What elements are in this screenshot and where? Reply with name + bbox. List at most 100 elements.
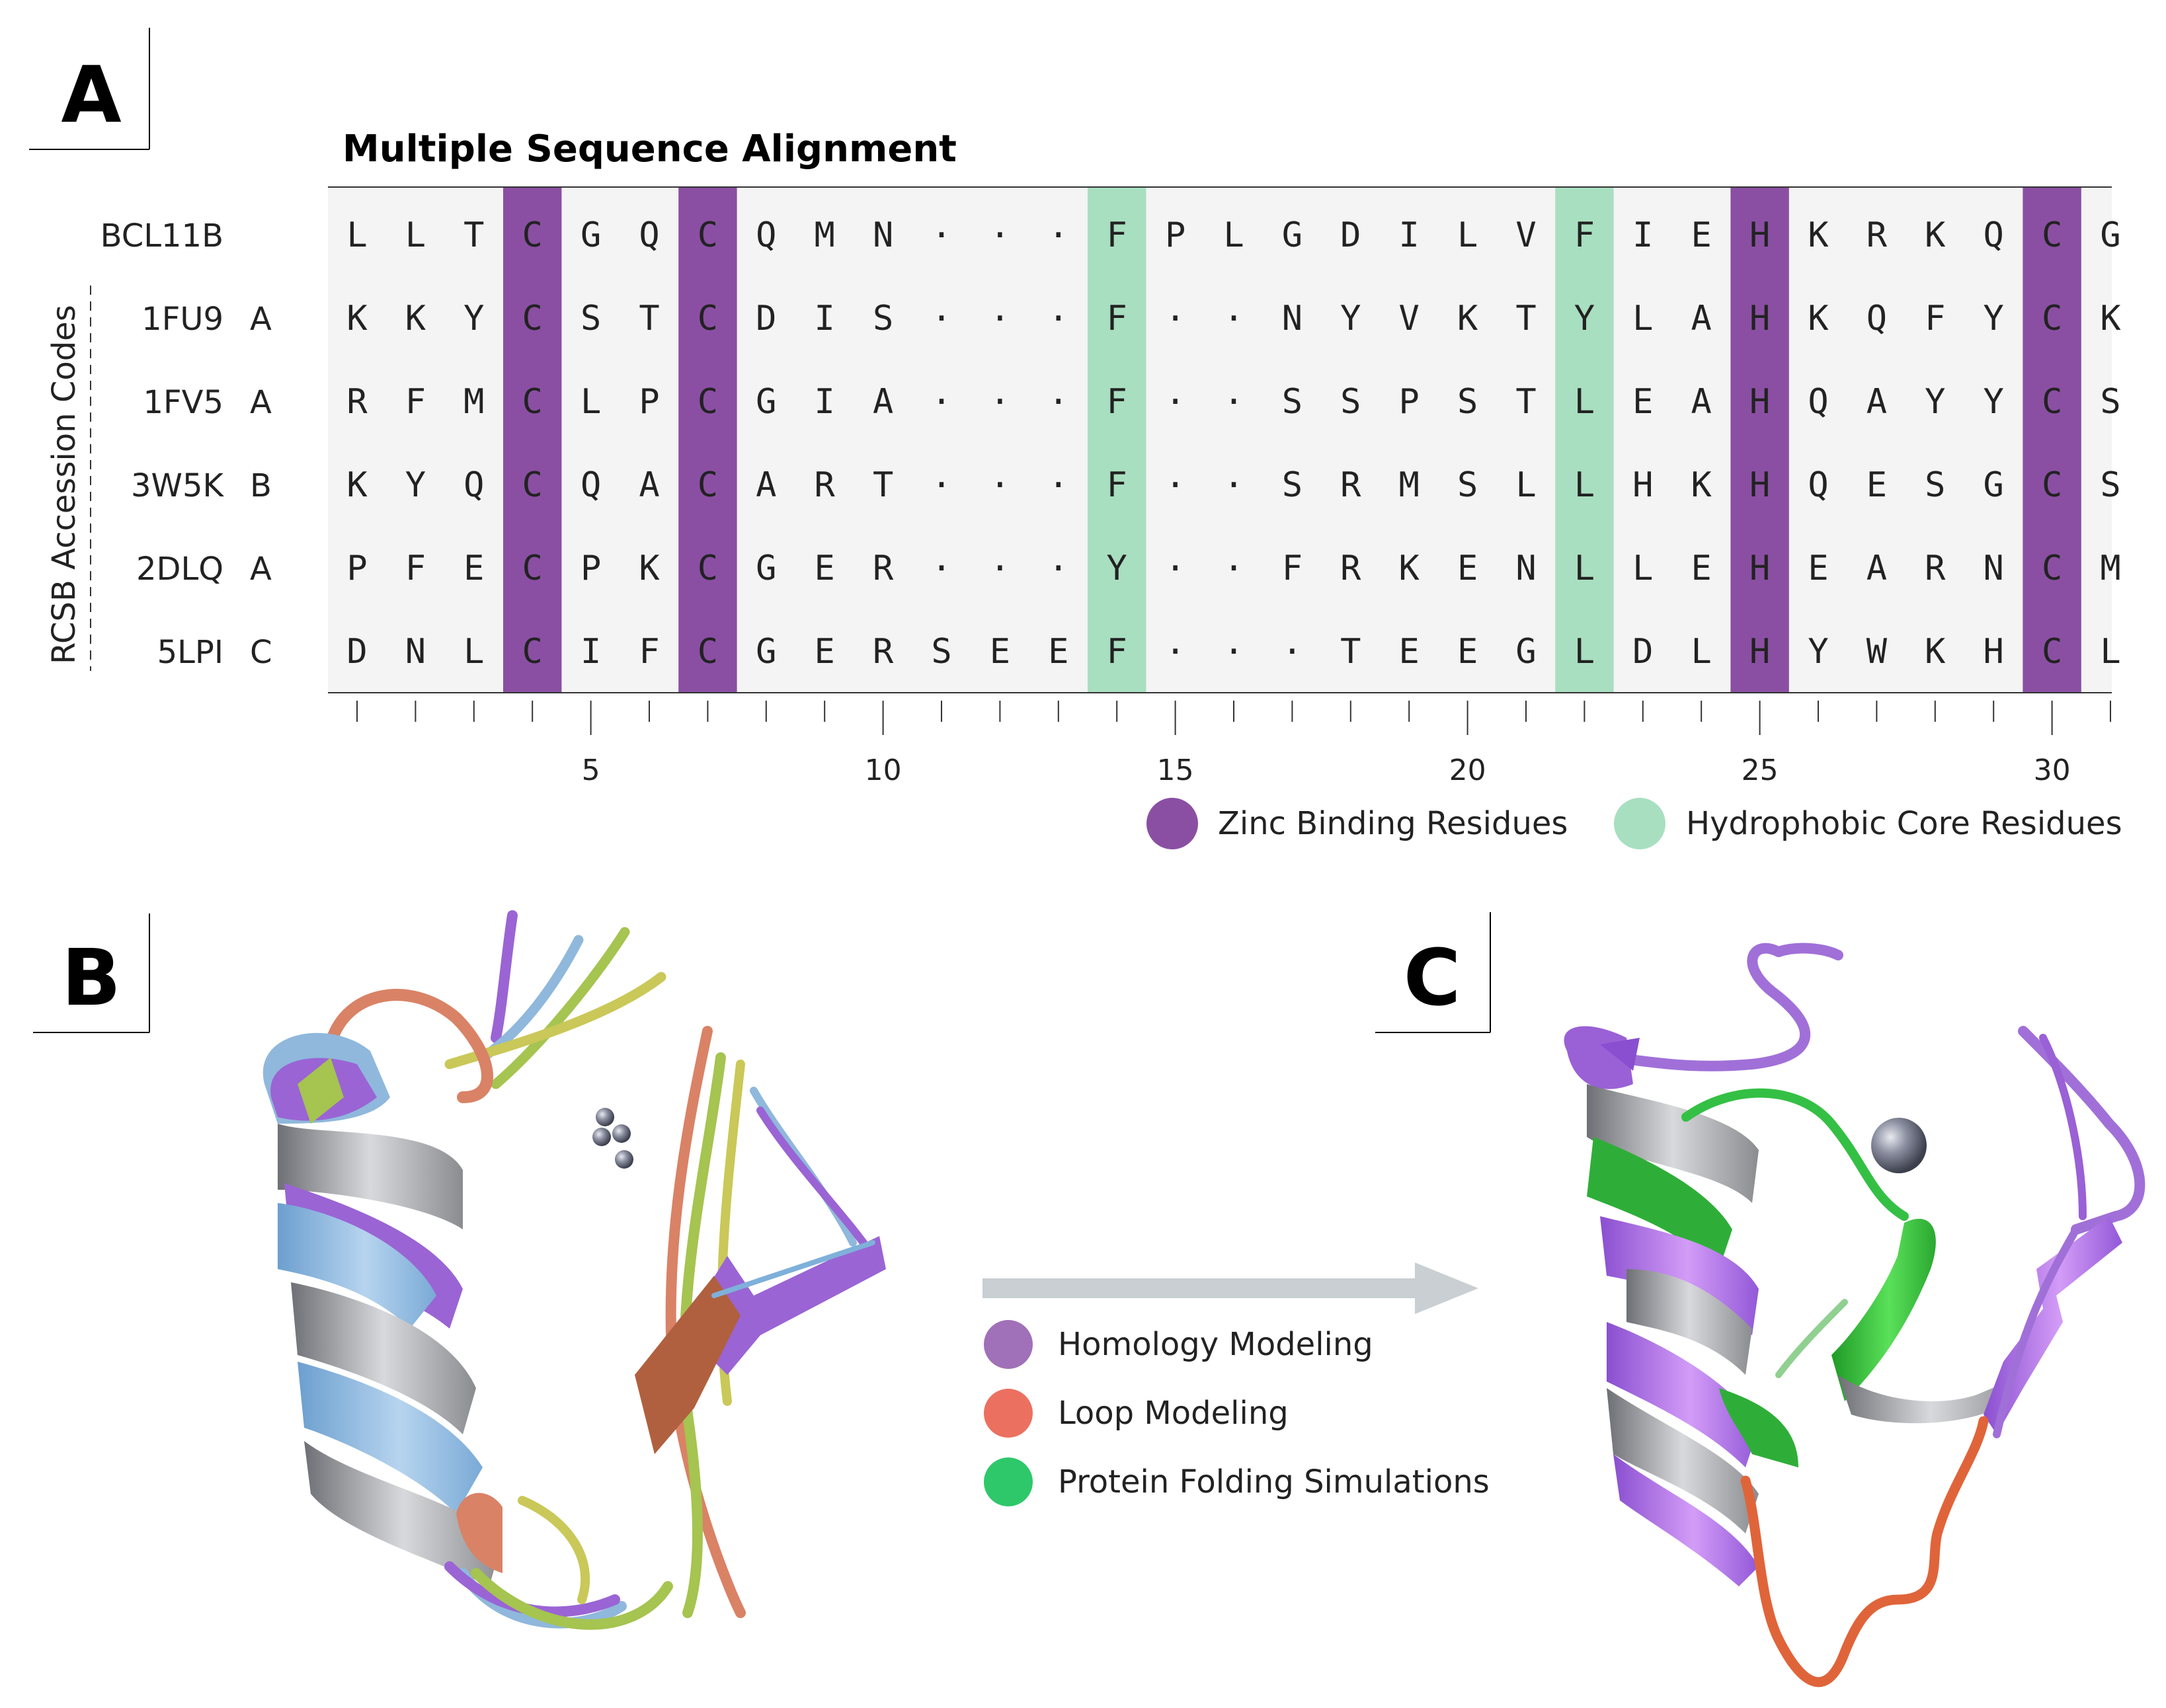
final-structure [1564,943,2146,1688]
axis-tick-label: 25 [1742,754,1779,787]
residue: C [522,299,543,338]
residue: · [1223,465,1244,505]
residue: Y [1984,299,2004,338]
residue: L [1457,215,1478,255]
gray-helix-turn-2 [291,1282,476,1434]
residue: L [2100,632,2120,672]
residue: K [639,549,660,588]
residue: I [581,632,601,672]
gray-helix-turn-3 [304,1441,502,1586]
residue: R [1340,465,1361,505]
residue: S [2100,465,2120,505]
residue: A [1691,299,1712,338]
residue: L [1691,632,1712,672]
residue: · [931,299,951,338]
residue: A [873,382,893,422]
residue: · [1223,549,1244,588]
residue: F [1282,549,1303,588]
blue-helix-turn-2 [298,1362,483,1514]
residue: K [2100,299,2121,338]
residue: S [1282,382,1303,422]
green-top-loop [491,927,630,1089]
residue: E [1399,632,1420,672]
axis-tick-label: 30 [2034,754,2071,787]
panel-b-label-box: B [33,913,150,1033]
residue: L [346,215,367,255]
residue: F [1107,382,1127,422]
legend-a: Zinc Binding Residues Hydrophobic Core R… [1146,798,2122,849]
residue: C [522,632,543,672]
residue: E [990,632,1010,672]
accession-group-label: RCSB Accession Codes [46,286,91,671]
residue: · [1165,382,1185,422]
residue: K [1691,465,1712,505]
residue: H [1749,465,1770,505]
row-accession-code: 1FU9 [141,301,223,338]
gray-helix-turn-1 [278,1124,463,1229]
residue: K [1457,299,1478,338]
residue: K [1399,549,1420,588]
residue: G [2100,215,2120,255]
residue: C [2042,382,2062,422]
residue: R [1866,215,1888,255]
residue: A [1866,382,1887,422]
residue: Y [1808,632,1828,672]
green-helix-segment-1 [1587,1137,1732,1269]
residue: Q [756,215,776,255]
salmon-sheet-arrow [635,1276,741,1454]
panel-c-letter: C [1404,932,1461,1023]
residue: A [639,465,659,505]
residue: M [2100,549,2120,588]
zinc-ion-2 [612,1124,631,1143]
residue: F [405,382,426,422]
hydrophobic-legend-label: Hydrophobic Core Residues [1686,805,2122,842]
top-loop-tail [1773,943,1843,960]
residue: T [1515,382,1536,422]
residue: L [1223,215,1244,255]
residue: Q [1984,215,2004,255]
residue: · [1048,382,1068,422]
residue: H [1749,215,1770,255]
residue: F [1574,215,1595,255]
row-accession-code: 5LPI [157,634,223,671]
panel-c: C [1375,912,2146,1688]
residue: Y [1925,382,1945,422]
residue: A [1691,382,1712,422]
residue: I [815,299,835,338]
residue: S [931,632,951,672]
homology-legend-swatch [984,1320,1033,1369]
residue: R [1925,549,1946,588]
residue: G [1282,215,1303,255]
residue: S [581,299,601,338]
residue: Y [1340,299,1361,338]
residue: · [1048,465,1068,505]
residue: S [1340,382,1361,422]
residue: · [1282,632,1303,672]
gray-helix-turn-1 [1587,1084,1759,1203]
residue: E [1808,549,1828,588]
residue: I [1399,215,1420,255]
loop-legend-label: Loop Modeling [1058,1395,1289,1432]
residue: C [2042,465,2062,505]
residue: K [1808,215,1829,255]
residue: · [990,299,1010,338]
residue: D [346,632,367,672]
residue: · [1223,632,1244,672]
residue: T [1515,299,1536,338]
residue: T [873,465,893,505]
helix-bundle-left [262,1032,502,1586]
residue: V [1515,215,1536,255]
residue: · [1165,465,1185,505]
residue: C [698,465,718,505]
residue: E [1866,465,1887,505]
residue: · [1223,382,1244,422]
residue: G [1515,632,1536,672]
residue: · [1048,299,1068,338]
residue: L [1574,382,1595,422]
residue: · [1165,549,1185,588]
folding-legend-label: Protein Folding Simulations [1058,1463,1490,1500]
residue: S [1282,465,1303,505]
helix-cap-arrowhead [1600,1038,1640,1071]
